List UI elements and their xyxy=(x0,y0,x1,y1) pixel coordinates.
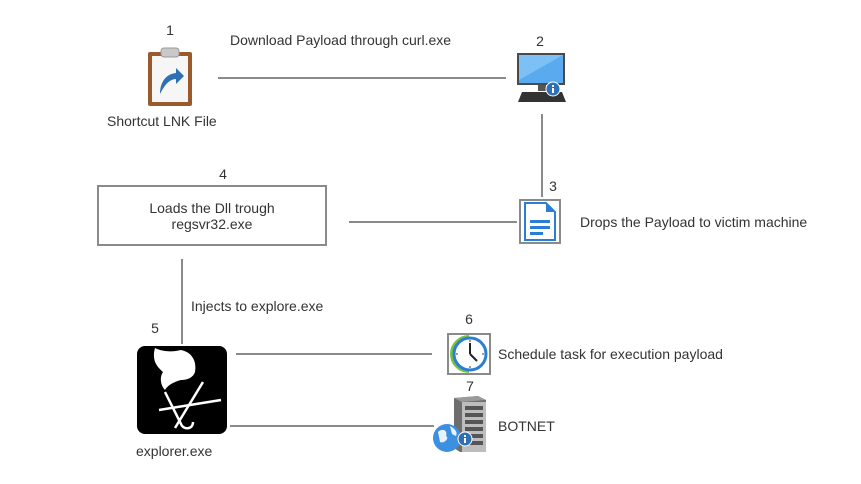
node-7-label: BOTNET xyxy=(498,418,555,434)
node-4-label-line1: Loads the Dll trough xyxy=(149,199,275,216)
node-5-number: 5 xyxy=(151,320,159,336)
node-1-label: Shortcut LNK File xyxy=(107,113,217,129)
node-7-number: 7 xyxy=(466,378,474,394)
edge-label-inject: Injects to explore.exe xyxy=(191,298,324,314)
process-box-regsvr32[interactable]: Loads the Dll trough regsvr32.exe xyxy=(97,185,327,246)
node-6-label: Schedule task for execution payload xyxy=(498,346,723,362)
clock-icon[interactable] xyxy=(447,333,491,375)
edge-4-5 xyxy=(181,259,183,344)
server-globe-icon[interactable] xyxy=(432,394,490,454)
computer-info-icon[interactable] xyxy=(516,52,568,104)
edge-5-6 xyxy=(236,353,432,355)
node-4-number: 4 xyxy=(219,166,227,182)
edge-3-4 xyxy=(349,221,517,223)
edge-label-download: Download Payload through curl.exe xyxy=(230,32,452,48)
node-6-number: 6 xyxy=(465,311,473,327)
edge-1-2 xyxy=(218,77,506,79)
edge-2-3 xyxy=(541,114,543,197)
node-5-label: explorer.exe xyxy=(136,443,213,459)
hand-hook-injection-icon[interactable] xyxy=(137,346,227,434)
edge-5-7 xyxy=(230,425,434,427)
node-2-number: 2 xyxy=(536,33,544,49)
clipboard-shortcut-icon[interactable] xyxy=(146,46,194,108)
node-3-label: Drops the Payload to victim machine xyxy=(580,214,808,230)
document-icon[interactable] xyxy=(519,199,561,244)
node-1-number: 1 xyxy=(166,22,174,38)
node-4-label-line2: regsvr32.exe xyxy=(171,215,253,232)
node-3-number: 3 xyxy=(549,178,557,194)
